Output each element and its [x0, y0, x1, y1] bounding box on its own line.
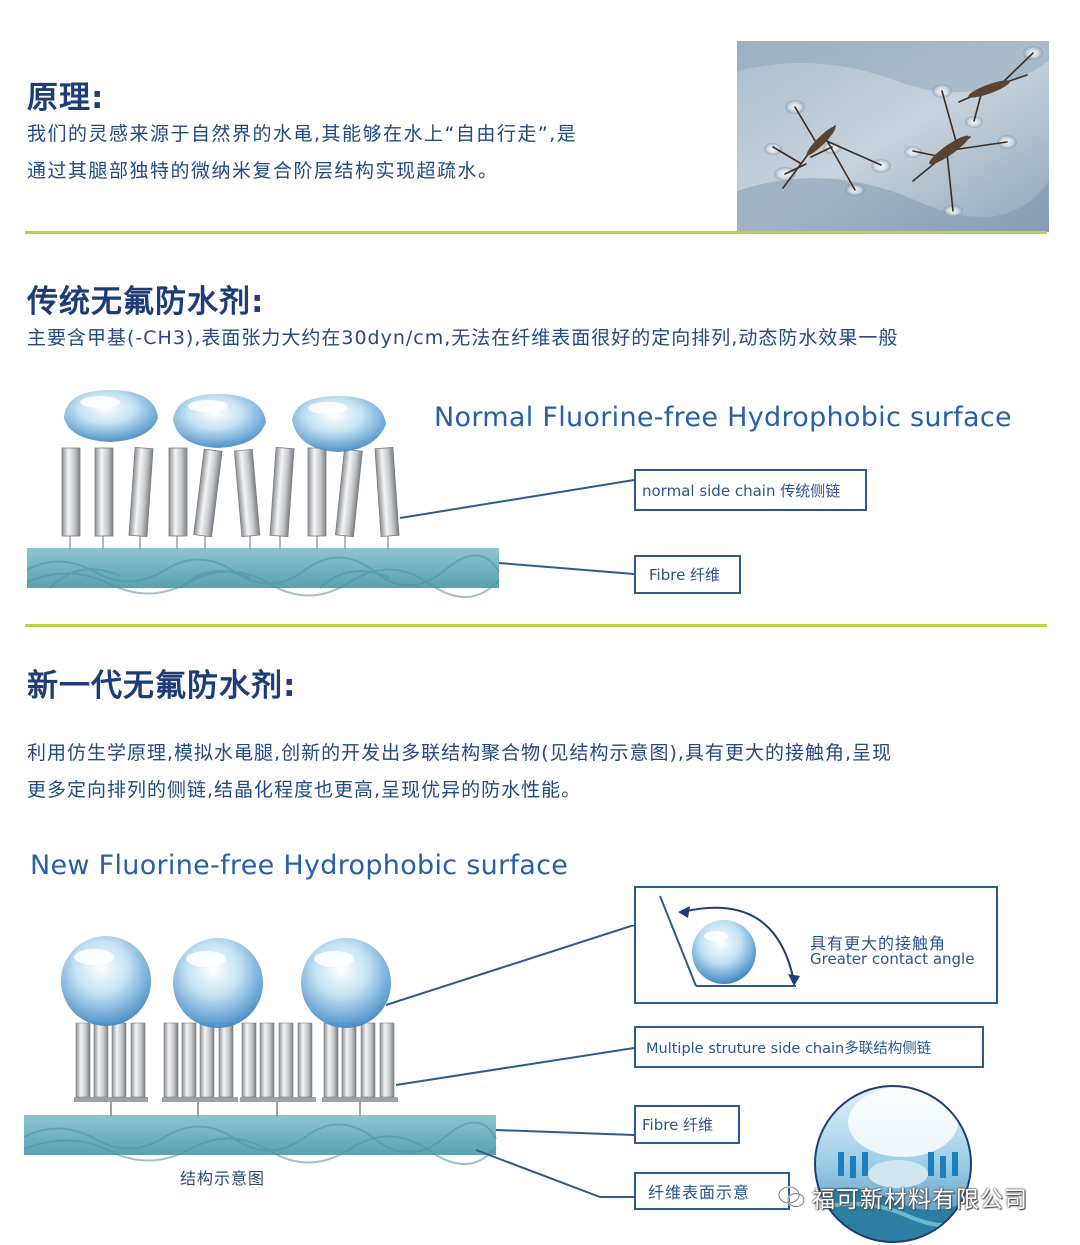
section1-body-line2: 通过其腿部独特的微纳米复合阶层结构实现超疏水。: [27, 160, 499, 182]
section-divider-2: [25, 624, 1047, 627]
section2-title: 传统无氟防水剂:: [27, 284, 265, 320]
section3-body: 利用仿生学原理,模拟水黾腿,创新的开发出多联结构聚合物(见结构示意图),具有更大…: [27, 735, 1072, 809]
contact-angle-en: Greater contact angle: [810, 950, 975, 968]
structure-caption: 结构示意图: [180, 1169, 266, 1188]
new-surface-diagram: [23, 925, 635, 1198]
new-surface-title: New Fluorine-free Hydrophobic surface: [30, 850, 569, 881]
water-strider-photo: [737, 41, 1049, 232]
watermark-text: 福可新材料有限公司: [812, 1187, 1028, 1213]
contact-angle-icon: [659, 895, 800, 987]
contact-angle-cn: 具有更大的接触角: [810, 934, 947, 953]
section2-body: 主要含甲基(-CH3),表面张力大约在30dyn/cm,无法在纤维表面很好的定向…: [27, 327, 899, 349]
normal-surface-title: Normal Fluorine-free Hydrophobic surface: [434, 402, 1012, 433]
wechat-icon: [778, 1186, 805, 1208]
section-divider-1: [25, 231, 1047, 234]
normal-fibre-label: Fibre 纤维: [634, 555, 741, 594]
section3-body-line2: 更多定向排列的侧链,结晶化程度也更高,呈现优异的防水性能。: [27, 779, 582, 801]
fibre-surface-label: 纤维表面示意: [634, 1172, 790, 1210]
normal-surface-diagram: [26, 390, 635, 598]
contact-angle-box: 具有更大的接触角 Greater contact angle: [634, 886, 998, 1004]
section3-body-line1: 利用仿生学原理,模拟水黾腿,创新的开发出多联结构聚合物(见结构示意图),具有更大…: [27, 742, 892, 764]
section1-body: 我们的灵感来源于自然界的水黾,其能够在水上“自由行走”,是 通过其腿部独特的微纳…: [27, 116, 717, 190]
watermark: 福可新材料有限公司: [778, 1180, 1028, 1214]
section1-title: 原理:: [27, 80, 105, 116]
normal-side-chain-label: normal side chain 传统侧链: [634, 469, 867, 511]
section3-title: 新一代无氟防水剂:: [27, 668, 297, 704]
fibre-surface-magnifier: [814, 1085, 972, 1243]
new-fibre-label: Fibre 纤维: [634, 1105, 740, 1144]
section1-body-line1: 我们的灵感来源于自然界的水黾,其能够在水上“自由行走”,是: [27, 123, 578, 145]
multi-chain-label: Multiple struture side chain多联结构侧链: [634, 1026, 984, 1068]
